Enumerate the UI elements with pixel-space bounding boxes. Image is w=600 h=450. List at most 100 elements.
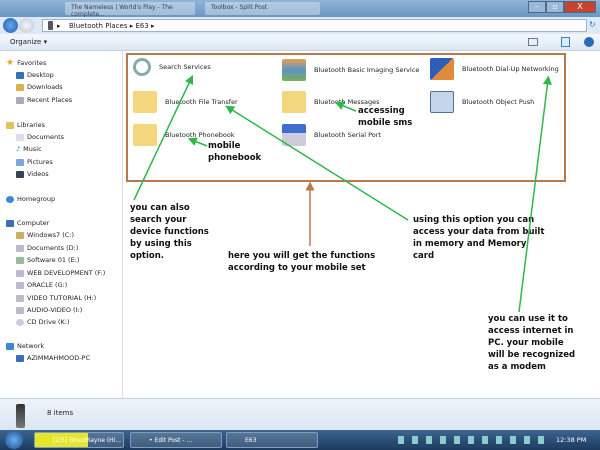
preview-pane-icon[interactable] <box>561 37 570 47</box>
taskbar-item-firefox[interactable]: • Edit Post - ... <box>130 432 222 448</box>
label: Homegroup <box>17 195 56 203</box>
network-icon <box>6 342 14 350</box>
sidebar-item-videos[interactable]: Videos <box>16 170 49 178</box>
cd-drive-icon <box>16 318 24 326</box>
start-button[interactable] <box>5 431 23 449</box>
label: Search Services <box>159 63 211 71</box>
sidebar-item-drive[interactable]: Software 01 (E:) <box>16 256 79 264</box>
item-dial-up-networking[interactable]: Bluetooth Dial-Up Networking <box>430 58 559 80</box>
sidebar-item-pictures[interactable]: Pictures <box>16 158 53 166</box>
label: VIDEO TUTORIAL (H:) <box>27 294 97 302</box>
label: Desktop <box>27 71 54 79</box>
drive-icon <box>16 256 24 264</box>
navigation-pane: ★Favorites Desktop Downloads Recent Plac… <box>0 51 123 398</box>
back-button[interactable] <box>3 18 18 33</box>
annotation-sms: accessing mobile sms <box>358 106 413 128</box>
label: Bluetooth Dial-Up Networking <box>462 65 559 73</box>
annotation-functions: here you will get the functions accordin… <box>228 251 376 273</box>
homegroup-icon <box>6 195 14 203</box>
phone-icon <box>48 21 53 30</box>
phone-icon <box>16 404 25 428</box>
sidebar-network[interactable]: Network <box>6 342 44 350</box>
browser-tab[interactable]: The Nameless | World's Play - The comple… <box>65 2 195 18</box>
close-button[interactable]: X <box>564 1 596 13</box>
browser-tab[interactable]: Toolbox - Split Post <box>205 2 320 15</box>
breadcrumb-bluetooth-places[interactable]: Bluetooth Places <box>69 22 128 30</box>
annotation-dialup: you can use it to access internet in PC.… <box>488 314 576 372</box>
desktop-icon <box>16 71 24 79</box>
forward-button[interactable] <box>19 18 34 33</box>
toolbar: Organize ▾ <box>0 34 600 51</box>
sidebar-item-recent-places[interactable]: Recent Places <box>16 96 72 104</box>
sidebar-item-drive[interactable]: VIDEO TUTORIAL (H:) <box>16 294 96 302</box>
label: Downloads <box>27 83 63 91</box>
label: Documents (D:) <box>27 244 79 252</box>
label: Network <box>17 342 45 350</box>
serial-port-icon <box>282 124 306 146</box>
system-tray-icons[interactable] <box>398 436 548 444</box>
libraries-icon <box>6 121 14 129</box>
sidebar-homegroup[interactable]: Homegroup <box>6 195 55 203</box>
folder-icon <box>282 91 306 113</box>
sidebar-item-cd-drive[interactable]: CD Drive (K:) <box>16 318 70 326</box>
refresh-button[interactable]: ↻ <box>589 20 596 29</box>
address-row: ▸ Bluetooth Places ▸ E63 ▸ ↻ <box>0 17 600 34</box>
videos-icon <box>16 170 24 178</box>
sidebar-item-pc[interactable]: AZIMMAHMOOD-PC <box>16 354 90 362</box>
minimize-button[interactable]: – <box>528 1 546 13</box>
view-options-icon[interactable] <box>528 38 538 46</box>
computer-icon <box>16 354 24 362</box>
clock[interactable]: 12:38 PM <box>556 436 587 444</box>
drive-icon <box>16 244 24 252</box>
help-icon[interactable] <box>584 37 594 47</box>
taskbar-item-e63[interactable]: E63 <box>226 432 318 448</box>
label: Bluetooth Messages <box>314 98 380 106</box>
label: Bluetooth Phonebook <box>165 131 235 139</box>
sidebar-item-drive[interactable]: WEB DEVELOPMENT (F:) <box>16 269 105 277</box>
maximize-button[interactable]: ▫ <box>546 1 564 13</box>
label: Bluetooth Serial Port <box>314 131 381 139</box>
status-bar: 8 items <box>0 398 600 430</box>
recent-places-icon <box>16 96 24 104</box>
sidebar-item-drive[interactable]: ORACLE (G:) <box>16 281 67 289</box>
label: AUDIO-VIDEO (I:) <box>27 306 83 314</box>
sidebar-computer[interactable]: Computer <box>6 219 49 227</box>
breadcrumb-sep: ▸ <box>151 22 155 30</box>
sidebar-item-drive[interactable]: AUDIO-VIDEO (I:) <box>16 306 82 314</box>
documents-icon <box>16 133 24 141</box>
organize-button[interactable]: Organize ▾ <box>10 38 48 46</box>
drive-icon <box>16 306 24 314</box>
label: Bluetooth Object Push <box>462 98 535 106</box>
item-object-push[interactable]: Bluetooth Object Push <box>430 91 534 113</box>
label: Software 01 (E:) <box>27 256 80 264</box>
annotation-file-transfer: using this option you can access your da… <box>413 215 545 261</box>
folder-icon <box>133 124 157 146</box>
dial-up-icon <box>430 58 454 80</box>
item-file-transfer[interactable]: Bluetooth File Transfer <box>133 91 238 113</box>
address-bar[interactable]: ▸ Bluetooth Places ▸ E63 ▸ <box>42 19 587 32</box>
item-basic-imaging[interactable]: Bluetooth Basic Imaging Service <box>282 59 419 81</box>
star-icon: ★ <box>6 58 15 68</box>
sidebar-libraries[interactable]: Libraries <box>6 121 45 129</box>
annotation-search: you can also search your device function… <box>130 203 209 261</box>
breadcrumb-e63[interactable]: E63 <box>135 22 149 30</box>
sidebar-favorites[interactable]: ★Favorites <box>6 58 46 68</box>
label: Recent Places <box>27 96 73 104</box>
contact-card-icon <box>430 91 454 113</box>
sidebar-item-drive[interactable]: Documents (D:) <box>16 244 78 252</box>
sidebar-item-desktop[interactable]: Desktop <box>16 71 54 79</box>
sidebar-item-downloads[interactable]: Downloads <box>16 83 63 91</box>
label: Favorites <box>17 59 47 67</box>
taskbar-item-bloodrayne[interactable]: [2/5] BloodRayne (Hi... <box>34 432 124 448</box>
downloads-icon <box>16 83 24 91</box>
label: Libraries <box>17 121 46 129</box>
label: Documents <box>27 133 65 141</box>
annotation-phonebook: mobile phonebook <box>208 141 262 163</box>
label: AZIMMAHMOOD-PC <box>27 354 91 362</box>
computer-icon <box>6 219 14 227</box>
sidebar-item-music[interactable]: ♪Music <box>16 145 42 153</box>
drive-icon <box>16 231 24 239</box>
item-search-services[interactable]: Search Services <box>133 58 211 76</box>
sidebar-item-documents[interactable]: Documents <box>16 133 64 141</box>
sidebar-item-drive[interactable]: Windows7 (C:) <box>16 231 74 239</box>
